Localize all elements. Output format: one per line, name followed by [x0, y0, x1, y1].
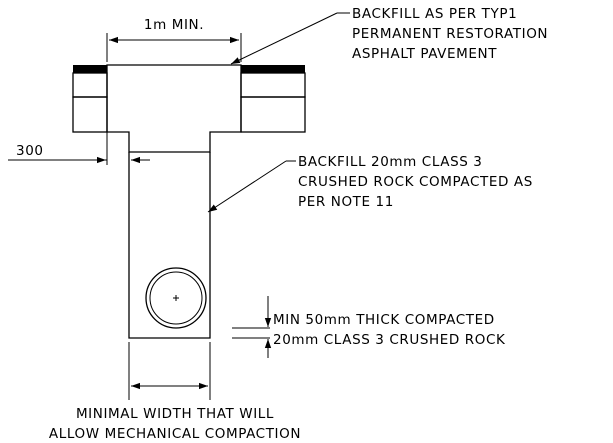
bedding-dimension [232, 296, 272, 358]
note-width-line-1: MINIMAL WIDTH THAT WILL [76, 406, 274, 422]
note-backfill-line-1: BACKFILL 20mm CLASS 3 [298, 154, 483, 170]
note-surface-line-3: ASPHALT PAVEMENT [352, 46, 497, 62]
side-offset-dimension: 300 [8, 132, 150, 165]
trench-width-dimension [128, 342, 211, 400]
note-trench-width: MINIMAL WIDTH THAT WILL ALLOW MECHANICAL… [49, 406, 301, 442]
pipe [145, 267, 207, 329]
note-trench-backfill: BACKFILL 20mm CLASS 3 CRUSHED ROCK COMPA… [286, 154, 533, 210]
note-bedding-line-2: 20mm CLASS 3 CRUSHED ROCK [273, 332, 506, 348]
leaders [207, 12, 338, 213]
note-backfill-line-3: PER NOTE 11 [298, 194, 394, 210]
left-pavement-block [72, 65, 108, 133]
note-surface-line-2: PERMANENT RESTORATION [352, 26, 548, 42]
top-width-label: 1m MIN. [144, 17, 204, 33]
note-bedding-line-1: MIN 50mm THICK COMPACTED [273, 312, 495, 328]
note-bedding: MIN 50mm THICK COMPACTED 20mm CLASS 3 CR… [273, 312, 506, 348]
trench-body [128, 152, 211, 339]
note-backfill-line-2: CRUSHED ROCK COMPACTED AS [298, 174, 533, 190]
note-width-line-2: ALLOW MECHANICAL COMPACTION [49, 426, 301, 442]
note-surface: BACKFILL AS PER TYP1 PERMANENT RESTORATI… [337, 6, 548, 62]
note-surface-line-1: BACKFILL AS PER TYP1 [352, 6, 517, 22]
top-width-dimension: 1m MIN. [106, 17, 242, 62]
right-pavement-block [240, 65, 306, 133]
side-offset-label: 300 [16, 143, 44, 159]
backfill-plug [106, 64, 242, 153]
